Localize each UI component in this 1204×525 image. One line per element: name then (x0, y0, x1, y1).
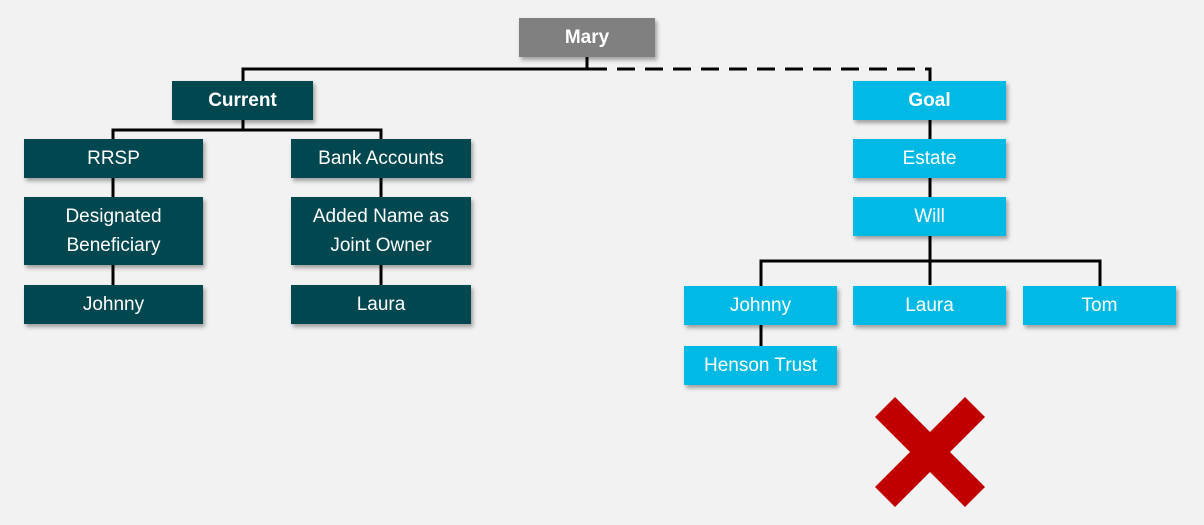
bank-accounts-label: Bank Accounts (318, 148, 444, 169)
rrsp-node: RRSP (24, 139, 203, 178)
root-node-mary: Mary (519, 18, 655, 57)
bank-beneficiary-label: Laura (356, 294, 406, 315)
heir-label: Tom (1081, 295, 1118, 316)
estate-node: Estate (853, 139, 1006, 178)
heir-label: Johnny (729, 295, 792, 316)
will-node: Will (853, 197, 1006, 236)
rrsp-beneficiary-label: Johnny (82, 294, 145, 315)
estate-label: Estate (902, 148, 957, 169)
rrsp-label: RRSP (87, 148, 140, 169)
bank-beneficiary-node: Laura (291, 285, 471, 324)
will-label: Will (914, 206, 945, 227)
designated-line-2: Beneficiary (66, 235, 161, 256)
goal-title: Goal (908, 90, 951, 111)
heir-node-johnny: Johnny (684, 286, 837, 325)
joint-owner-line-2: Joint Owner (330, 235, 432, 256)
goal-node: Goal (853, 81, 1006, 120)
joint-owner-node: Added Name as Joint Owner (291, 197, 471, 265)
root-label: Mary (564, 27, 610, 48)
henson-trust-label: Henson Trust (704, 355, 817, 376)
designated-beneficiary-node: Designated Beneficiary (24, 197, 203, 265)
cross-icon (875, 397, 985, 507)
current-node: Current (172, 81, 313, 120)
heir-label: Laura (905, 295, 954, 316)
joint-owner-line-1: Added Name as (312, 206, 450, 227)
bank-accounts-node: Bank Accounts (291, 139, 471, 178)
designated-line-1: Designated (65, 206, 162, 227)
heir-node-laura: Laura (853, 286, 1006, 325)
current-title: Current (208, 90, 277, 111)
rrsp-beneficiary-node: Johnny (24, 285, 203, 324)
heir-node-tom: Tom (1023, 286, 1176, 325)
henson-trust-node: Henson Trust (684, 346, 837, 385)
